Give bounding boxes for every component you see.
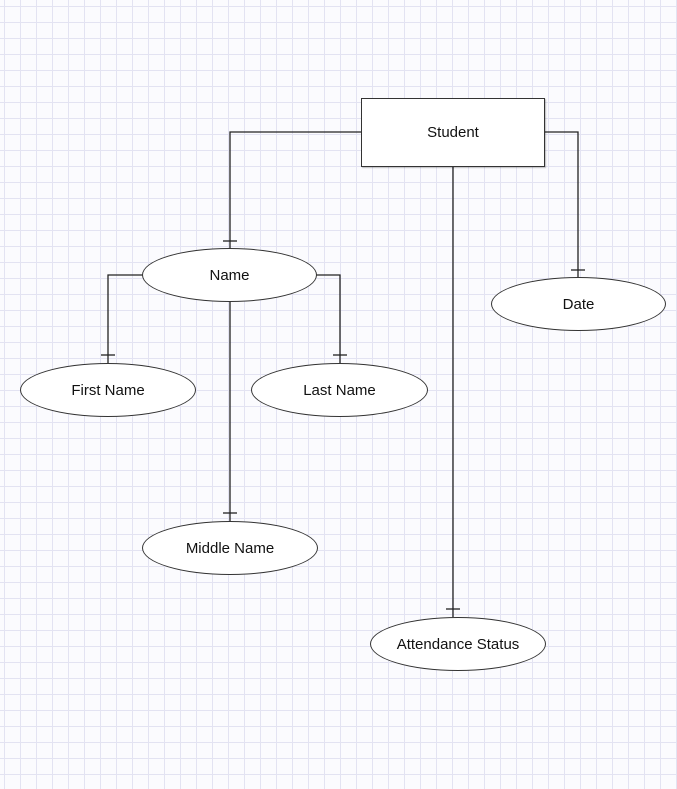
attribute-first-name[interactable]: First Name	[20, 363, 196, 417]
attribute-middle-name-label: Middle Name	[185, 539, 275, 557]
entity-student-label: Student	[427, 124, 479, 141]
connector-name-first-name	[107, 274, 143, 363]
attribute-attendance-status-label: Attendance Status	[396, 635, 520, 653]
connector-student-name	[229, 131, 362, 248]
attribute-last-name[interactable]: Last Name	[251, 363, 428, 417]
connector-name-last-name	[316, 274, 341, 363]
connector-student-date	[544, 131, 579, 277]
entity-student[interactable]: Student	[361, 98, 545, 167]
attribute-attendance-status[interactable]: Attendance Status	[370, 617, 546, 671]
attribute-first-name-label: First Name	[71, 381, 145, 399]
attribute-date-label: Date	[562, 295, 595, 313]
attribute-date[interactable]: Date	[491, 277, 666, 331]
attribute-last-name-label: Last Name	[303, 381, 376, 399]
attribute-name[interactable]: Name	[142, 248, 317, 302]
attribute-name-label: Name	[209, 266, 250, 284]
attribute-middle-name[interactable]: Middle Name	[142, 521, 318, 575]
